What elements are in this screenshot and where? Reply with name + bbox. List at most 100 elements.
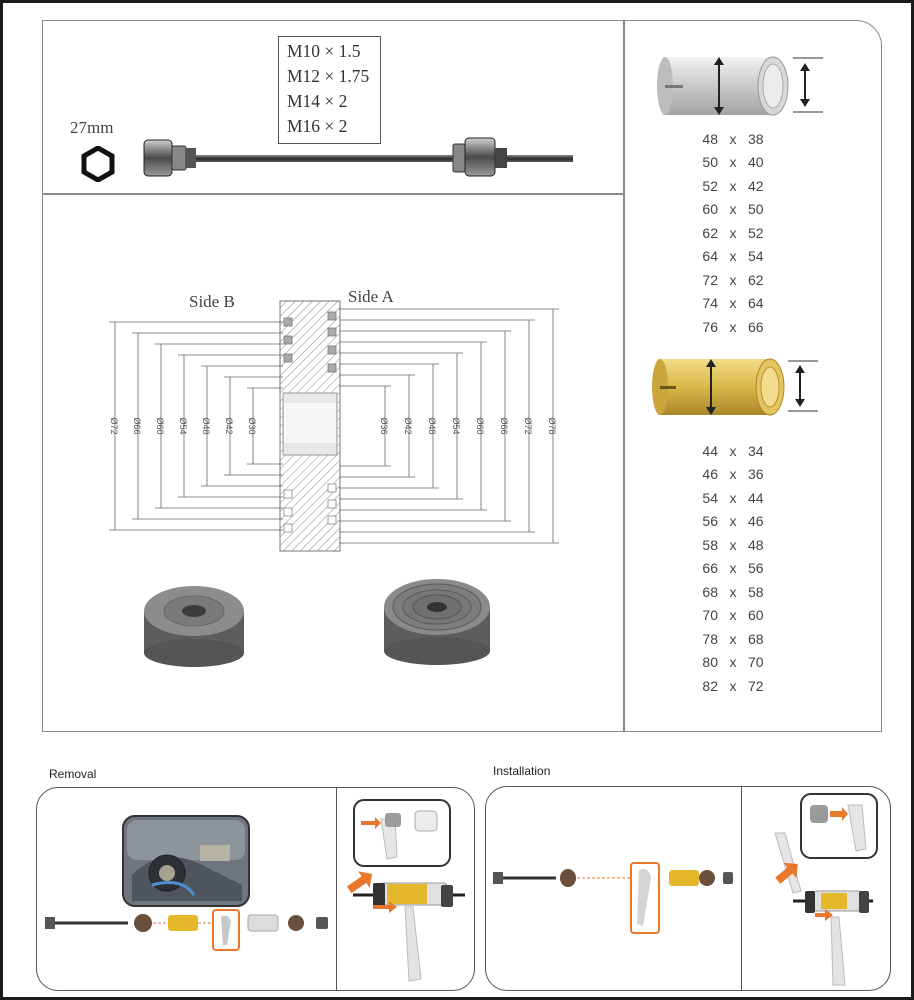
sleeve-inner-diameter: 62 [748,271,764,288]
sleeve-outer-diameter: 60 [702,201,718,218]
sleeve-outer-diameter: 72 [702,271,718,288]
sleeve-size-row: 62 x 52 [658,221,808,245]
sleeve-inner-diameter: 42 [748,177,764,194]
sleeve-inner-diameter: 72 [748,677,764,694]
sleeve-outer-diameter: 76 [702,318,718,335]
sleeve-inner-diameter: 40 [748,154,764,171]
sleeve-size-row: 56 x 46 [658,510,808,534]
side-a-dimension: Ø72 [339,319,535,533]
threaded-rod-illustration [143,137,573,177]
side-b-dimension-label: Ø48 [201,417,211,434]
side-b-dimension-label: Ø66 [132,417,142,434]
sleeve-size-separator: x [729,513,737,530]
sleeve-inner-diameter: 70 [748,654,764,671]
side-a-dimension: Ø36 [339,385,391,467]
sleeve-size-separator: x [729,607,737,624]
sleeve-size-row: 50 x 40 [658,151,808,175]
sleeve-inner-diameter: 38 [748,130,764,147]
sleeve-inner-diameter: 58 [748,583,764,600]
sleeve-inner-diameter: 54 [748,248,764,265]
sleeve-size-row: 58 x 48 [658,533,808,557]
side-a-dimension: Ø60 [339,341,487,511]
sleeve-outer-diameter: 68 [702,583,718,600]
sleeve-outer-diameter: 64 [702,248,718,265]
sleeve-size-row: 74 x 64 [658,292,808,316]
sleeve-size-separator: x [729,677,737,694]
side-a-dimension-label: Ø78 [547,417,557,434]
sleeve-inner-diameter: 64 [748,295,764,312]
silver-sleeve-illustration [657,56,823,116]
side-a-dimension-label: Ø72 [523,417,533,434]
sleeve-inner-diameter: 68 [748,630,764,647]
installation-press-illustration [774,832,873,986]
side-b-dimension-label: Ø54 [178,417,188,434]
installation-assembly-sequence [493,862,733,934]
side-b-dimension: Ø60 [155,343,283,509]
sleeve-outer-diameter: 82 [702,677,718,694]
side-b-dimension-label: Ø30 [247,417,257,434]
sleeve-size-row: 64 x 54 [658,245,808,269]
sleeve-size-separator: x [729,224,737,241]
side-a-dimension: Ø66 [339,330,511,522]
sleeve-inner-diameter: 48 [748,536,764,553]
removal-title: Removal [49,767,97,781]
sleeve-outer-diameter: 80 [702,654,718,671]
sleeve-inner-diameter: 52 [748,224,764,241]
sleeve-size-separator: x [729,318,737,335]
sleeve-inner-diameter: 34 [748,442,764,459]
sleeve-size-separator: x [729,295,737,312]
sleeve-outer-diameter: 74 [702,295,718,312]
sleeve-outer-diameter: 48 [702,130,718,147]
sleeve-outer-diameter: 56 [702,513,718,530]
side-b-dimension: Ø30 [247,387,283,465]
hex-socket-label: 27mm [70,118,114,137]
sleeve-size-row: 70 x 60 [658,604,808,628]
sleeve-outer-diameter: 62 [702,224,718,241]
thread-size-item: M14 × 2 [287,91,348,111]
sleeve-outer-diameter: 70 [702,607,718,624]
installation-panel-divider [741,787,743,990]
sleeve-size-separator: x [729,442,737,459]
sleeve-size-separator: x [729,271,737,288]
sleeve-size-separator: x [729,583,737,600]
sleeve-size-separator: x [729,177,737,194]
sleeve-size-row: 82 x 72 [658,674,808,698]
sleeve-size-separator: x [729,154,737,171]
sleeve-size-separator: x [729,248,737,265]
sleeve-inner-diameter: 60 [748,607,764,624]
sleeve-outer-diameter: 46 [702,466,718,483]
side-a-dimension-label: Ø66 [499,417,509,434]
sleeve-inner-diameter: 50 [748,201,764,218]
side-b-dimension-label: Ø60 [155,417,165,434]
gold-sleeve-illustration [652,358,818,416]
sleeve-size-separator: x [729,630,737,647]
removal-panel-divider [336,788,338,990]
removal-press-illustration [346,871,465,982]
removal-detail-inset [353,799,451,867]
sleeve-size-separator: x [729,130,737,147]
sleeve-outer-diameter: 58 [702,536,718,553]
sleeve-outer-diameter: 52 [702,177,718,194]
thread-size-item: M12 × 1.75 [287,66,370,86]
installation-detail-inset [800,793,878,859]
sleeve-inner-diameter: 46 [748,513,764,530]
sleeve-inner-diameter: 56 [748,560,764,577]
thread-size-item: M16 × 2 [287,116,348,136]
sleeve-size-separator: x [729,536,737,553]
sleeve-size-row: 48 x 38 [658,127,808,151]
side-a-label: Side A [348,287,394,306]
sleeve-size-row: 52 x 42 [658,174,808,198]
thread-size-box: M10 × 1.5 M12 × 1.75 M14 × 2 M16 × 2 [278,36,381,144]
sleeve-inner-diameter: 36 [748,466,764,483]
side-a-dimension: Ø78 [339,308,559,544]
panel-divider-vertical [623,21,625,731]
sleeve-outer-diameter: 50 [702,154,718,171]
